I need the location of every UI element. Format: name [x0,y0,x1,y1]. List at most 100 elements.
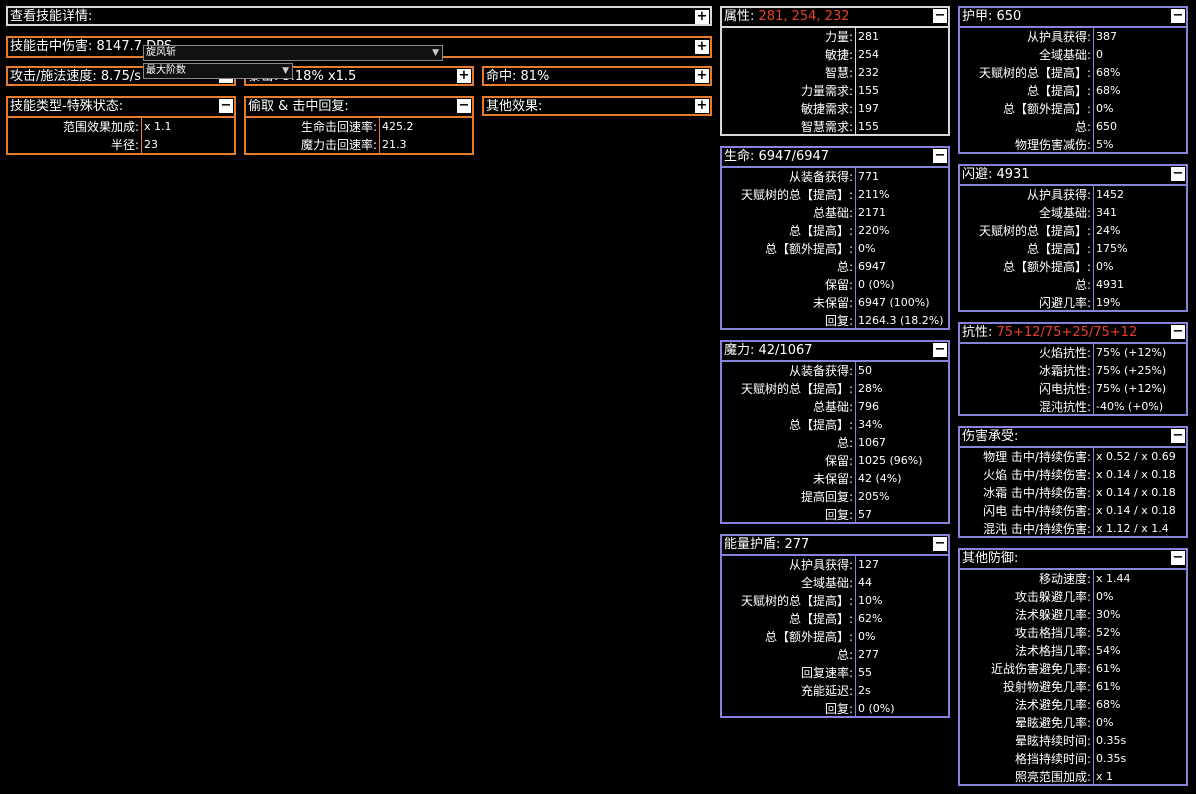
stat-label: 全域基础: [722,574,856,592]
collapse-resistance-button[interactable]: − [1171,324,1185,339]
skill-details-panel: 查看技能详情: + [6,6,712,26]
stat-value: 0% [1096,102,1114,115]
stat-row: 天赋树的总【提高】:68% [960,64,1186,82]
stat-value: 281 [858,30,879,43]
stat-row: 总【额外提高】:0% [960,258,1186,276]
stat-row: 天赋树的总【提高】:10% [722,592,948,610]
stat-value: 5% [1096,138,1114,151]
stat-row: 投射物避免几率:61% [960,678,1186,696]
mana-header: 魔力: 42/1067 [724,343,813,358]
speed-panel: 攻击/施法速度: 8.75/s + [6,66,236,86]
stat-value: 54% [1096,644,1121,657]
stat-label: 攻击躲避几率: [960,588,1094,606]
stat-row: 天赋树的总【提高】:28% [722,380,948,398]
stat-row: 力量:281 [722,28,948,46]
stat-label: 回复速率: [722,664,856,682]
resistance-header: 抗性: 75+12/75+25/75+12 [960,324,1186,342]
evasion-header: 闪避: 4931 [962,167,1030,182]
stat-label: 总: [722,258,856,276]
collapse-damage-taken-button[interactable]: − [1171,428,1185,443]
expand-hit-chance-button[interactable]: + [695,68,709,83]
resistance-title: 抗性: [962,325,993,340]
stat-row: 敏捷需求:197 [722,100,948,118]
collapse-other-defence-button[interactable]: − [1171,550,1185,565]
stat-label: 总【提高】: [722,222,856,240]
collapse-evasion-button[interactable]: − [1171,166,1185,181]
stat-label: 火焰抗性: [960,344,1094,362]
stat-row: 总【额外提高】:0% [722,628,948,646]
collapse-armour-button[interactable]: − [1171,8,1185,23]
stat-row: 全域基础:0 [960,46,1186,64]
stat-value: x 0.14 / x 0.18 [1096,486,1176,499]
skill-details-header: 查看技能详情: [10,9,93,24]
stat-row: 冰霜抗性:75% (+25%) [960,362,1186,380]
stat-row: 总【额外提高】:0% [960,100,1186,118]
leech-header: 偷取 & 击中回复: [248,99,349,114]
collapse-mana-button[interactable]: − [933,342,947,357]
expand-other-effects-button[interactable]: + [695,98,709,113]
stat-value: 19% [1096,296,1121,309]
stat-row: 法术避免几率:68% [960,696,1186,714]
stat-value: 0 (0%) [858,278,895,291]
life-header: 生命: 6947/6947 [724,149,830,164]
stat-label: 近战伤害避免几率: [960,660,1094,678]
stat-value: 0% [858,242,876,255]
collapse-life-button[interactable]: − [933,148,947,163]
stat-row: 回复:57 [722,506,948,524]
stat-value: 254 [858,48,879,61]
expand-skill-details-button[interactable]: + [695,9,709,24]
stat-value: 6947 [858,260,886,273]
stat-label: 天赋树的总【提高】: [722,380,856,398]
stat-label: 敏捷: [722,46,856,64]
stat-row: 总:277 [722,646,948,664]
stat-value: 0 (0%) [858,702,895,715]
stat-row: 生命击回速率:425.2 [246,118,472,136]
stat-value: x 1.1 [144,120,172,133]
stat-row: 回复:0 (0%) [722,700,948,718]
stat-row: 回复速率:55 [722,664,948,682]
skill-hit-damage-header: 技能击中伤害: 8147.7 DPS [10,39,173,54]
stat-row: 总:6947 [722,258,948,276]
stat-row: 未保留:42 (4%) [722,470,948,488]
stat-value: 0% [1096,260,1114,273]
resistance-table: 火焰抗性:75% (+12%)冰霜抗性:75% (+25%)闪电抗性:75% (… [960,342,1186,416]
stat-row: 智慧:232 [722,64,948,82]
stat-value: 61% [1096,662,1121,675]
stat-value: 771 [858,170,879,183]
stat-label: 投射物避免几率: [960,678,1094,696]
stat-row: 充能延迟:2s [722,682,948,700]
stat-label: 天赋树的总【提高】: [722,592,856,610]
expand-crit-button[interactable]: + [457,68,471,83]
collapse-energy-shield-button[interactable]: − [933,536,947,551]
stat-row: 全域基础:44 [722,574,948,592]
stat-value: x 1.44 [1096,572,1131,585]
stat-value: 1264.3 (18.2%) [858,314,944,327]
skill-select-value: 旋风斩 [146,47,176,58]
collapse-attributes-button[interactable]: − [933,8,947,23]
attributes-summary: 281, 254, 232 [758,9,850,24]
stat-value: 10% [858,594,883,607]
stage-select-dropdown[interactable]: 最大阶数 ▼ [143,63,293,79]
stat-label: 生命击回速率: [246,118,380,136]
stat-value: 0.35s [1096,734,1127,747]
attributes-header: 属性: 281, 254, 232 [722,8,948,26]
stat-value: 75% (+25%) [1096,364,1167,377]
stat-value: 28% [858,382,883,395]
stat-label: 从护具获得: [960,28,1094,46]
stat-row: 总【额外提高】:0% [722,240,948,258]
stat-label: 总【提高】: [722,610,856,628]
collapse-leech-button[interactable]: − [457,98,471,113]
stat-row: 总【提高】:220% [722,222,948,240]
stat-label: 回复: [722,312,856,330]
speed-header: 攻击/施法速度: 8.75/s [10,69,141,84]
stat-row: 从护具获得:127 [722,556,948,574]
skill-select-dropdown[interactable]: 旋风斩 ▼ [143,45,443,61]
expand-hit-damage-button[interactable]: + [695,39,709,54]
collapse-skill-type-button[interactable]: − [219,98,233,113]
stat-value: 0.35s [1096,752,1127,765]
